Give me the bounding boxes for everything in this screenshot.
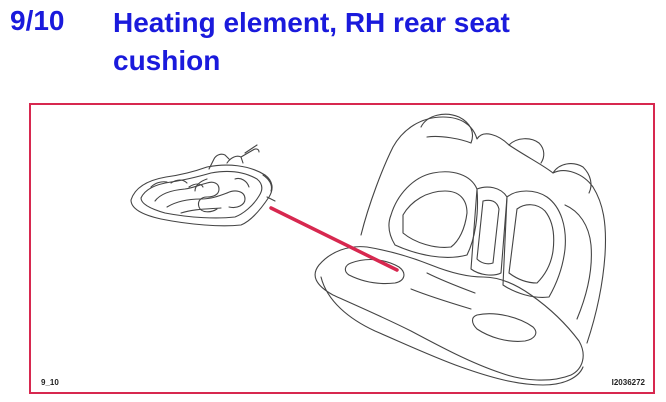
section-number: 9/10	[10, 5, 65, 36]
heating-element-drawing	[130, 144, 276, 227]
figure-code-right: I2036272	[611, 378, 645, 387]
figure-code-left: 9_10	[41, 378, 59, 387]
page-title: Heating element, RH rear seat cushion	[113, 4, 633, 80]
page-title-line-1: Heating element, RH rear seat	[113, 7, 510, 38]
pointer-line	[269, 206, 399, 272]
page-title-line-2: cushion	[113, 45, 221, 76]
rear-seat-drawing	[314, 113, 606, 386]
figure-drawing	[130, 113, 606, 386]
figure-frame: 9_10 I2036272	[29, 103, 655, 394]
